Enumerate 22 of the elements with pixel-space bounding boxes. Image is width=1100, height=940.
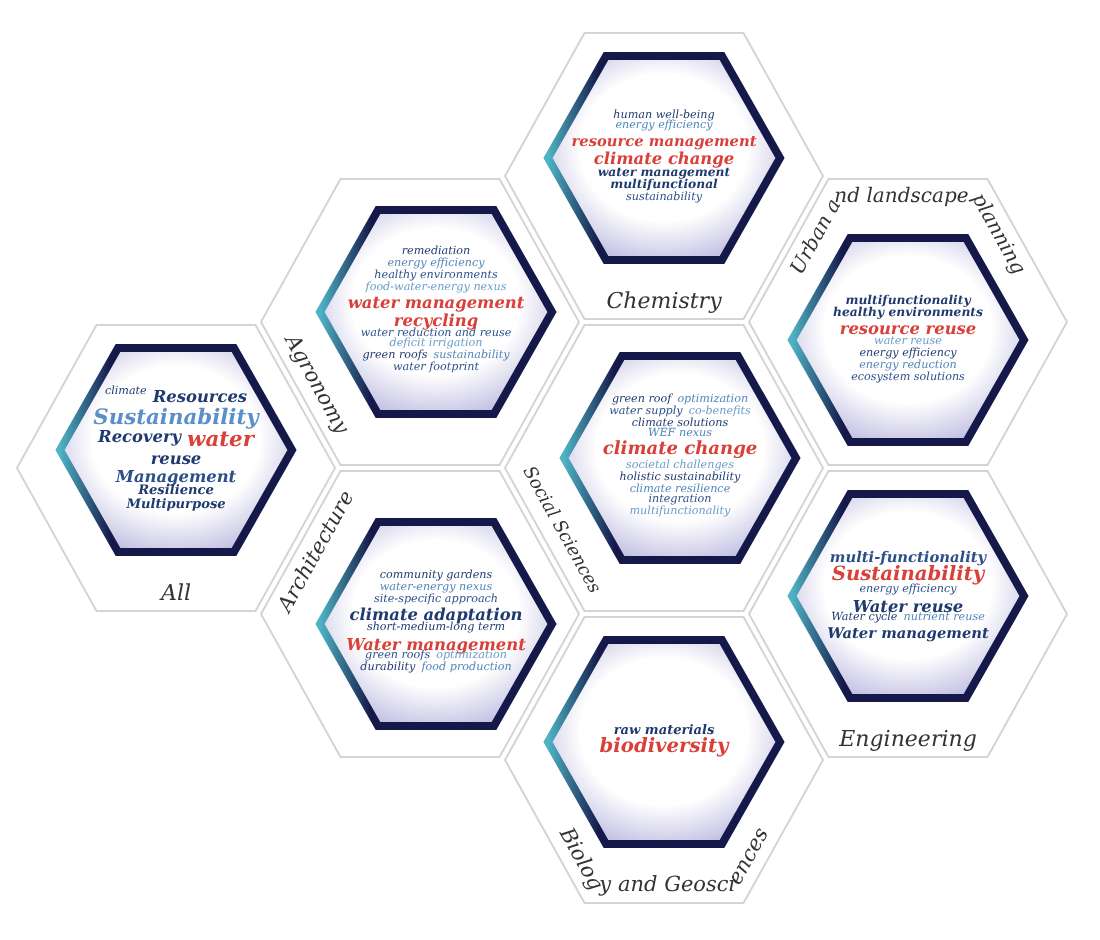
cloud-word: biodiversity [599, 738, 729, 760]
cloud-word: resource reuse [839, 320, 977, 339]
category-label: All [161, 580, 191, 606]
word-cloud-hexagon [542, 50, 786, 266]
cloud-word: Sustainability [93, 405, 259, 428]
cloud-word: climate adaptation [349, 606, 523, 624]
cloud-word: Resources [152, 388, 248, 406]
cloud-word: water [187, 427, 254, 450]
cloud-word: water management [347, 294, 525, 312]
cloud-word: Water reuse [852, 597, 964, 615]
cloud-word: climate change [593, 150, 735, 168]
cloud-word: climate change [602, 442, 758, 461]
cloud-word: Recovery [98, 427, 182, 450]
category-label: Chemistry [606, 288, 722, 314]
cloud-word: recycling [393, 312, 479, 330]
cloud-word: Sustainability [831, 565, 985, 586]
cloud-word: reuse [150, 449, 202, 468]
word-cloud-hexagon [786, 488, 1030, 704]
cloud-word: Water management [346, 635, 526, 653]
category-label: Engineering [839, 726, 977, 752]
hexagon-tile [748, 470, 1068, 758]
cloud-word: Management [115, 467, 237, 485]
